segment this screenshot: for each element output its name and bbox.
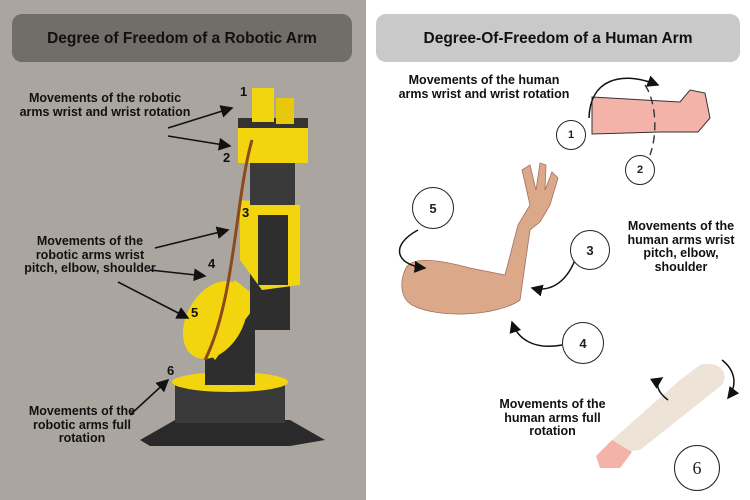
- robot-number-1: 1: [240, 84, 248, 99]
- robot-arrows: [117, 105, 234, 416]
- human-arm-panel: [366, 0, 750, 500]
- human-number-2: 2: [625, 155, 655, 185]
- human-lower-arm-image: [596, 359, 740, 468]
- robot-number-6: 6: [167, 363, 175, 378]
- human-pitch-label: Movements of the human arms wrist pitch,…: [627, 219, 735, 274]
- human-forearm-image: [588, 75, 711, 156]
- robotic-arm-image: [140, 88, 325, 446]
- robot-number-2: 2: [223, 150, 231, 165]
- human-wrist-label: Movements of the human arms wrist and wr…: [398, 73, 570, 101]
- human-rotation-label: Movements of the human arms full rotatio…: [499, 397, 606, 438]
- robot-number-5: 5: [191, 305, 199, 320]
- human-number-5: 5: [412, 187, 454, 229]
- robot-pitch-label: Movements of the robotic arms wrist pitc…: [24, 234, 156, 275]
- human-number-6: 6: [674, 445, 720, 491]
- human-raised-arm-image: [398, 162, 576, 347]
- human-number-1: 1: [556, 120, 586, 150]
- robotic-arm-title: Degree of Freedom of a Robotic Arm: [12, 14, 352, 62]
- robot-number-4: 4: [208, 256, 216, 271]
- human-arm-title: Degree-Of-Freedom of a Human Arm: [376, 14, 740, 62]
- robot-wrist-label: Movements of the robotic arms wrist and …: [19, 91, 191, 119]
- robot-rotation-label: Movements of the robotic arms full rotat…: [28, 404, 136, 445]
- human-number-4: 4: [562, 322, 604, 364]
- robot-number-3: 3: [242, 205, 250, 220]
- human-number-3: 3: [570, 230, 610, 270]
